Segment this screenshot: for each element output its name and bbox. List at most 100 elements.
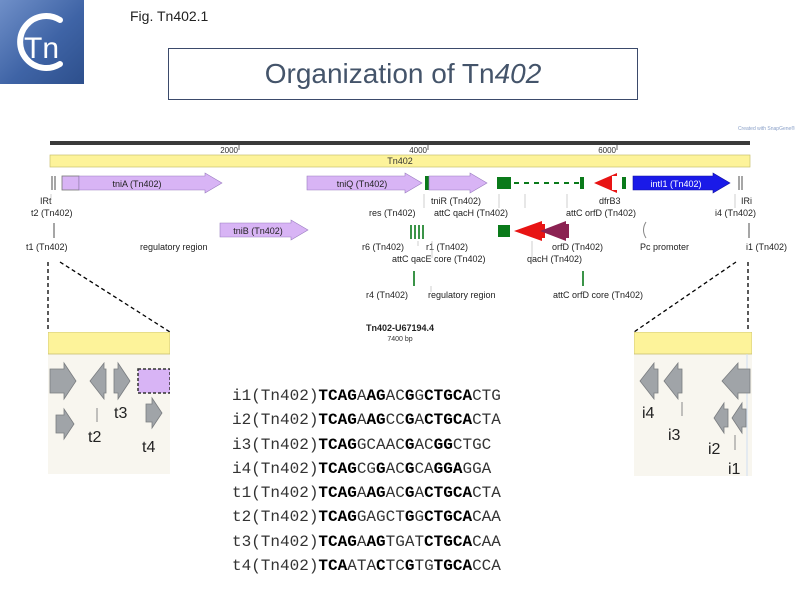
res-feature <box>425 176 429 190</box>
right-zoom-panel: i4 i3 i2 i1 <box>634 332 752 476</box>
sequence-row-name: t2(Tn402) <box>232 508 319 527</box>
conserved-bases: G <box>376 459 386 478</box>
dfrb3-label: dfrB3 <box>599 196 621 206</box>
sequence-row: t4(Tn402)TCAATACTCGTGTGCACCA <box>232 554 501 578</box>
attc-orfd-marker <box>580 177 584 189</box>
variable-bases: CTGC <box>452 435 492 454</box>
variable-bases: AC <box>385 459 405 478</box>
attc-qace-core-label: attC qacE core (Tn402) <box>392 254 486 264</box>
ruler-ticks: 2000 4000 6000 <box>220 145 618 155</box>
conserved-bases: AG <box>366 387 386 405</box>
conserved-bases: CTGCA <box>424 411 473 430</box>
variable-bases: CTG <box>472 387 501 405</box>
t1-zoom-label: t1 <box>56 450 69 452</box>
left-zoom-extension-graphic <box>48 452 170 474</box>
sequence-row: i3(Tn402)TCAGGCAACGACGGCTGC <box>232 433 501 457</box>
logo-text: Tn <box>24 32 59 65</box>
variable-bases: CAA <box>472 508 501 527</box>
r6-label: r6 (Tn402) <box>362 242 404 252</box>
i1-map-label: i1 (Tn402) <box>746 242 787 252</box>
right-zoom-graphic: i4 i3 i2 i1 <box>634 332 752 476</box>
conserved-bases: TCAG <box>318 411 357 430</box>
conserved-bases: TCAG <box>318 459 357 478</box>
i2-zoom-label: i2 <box>708 441 721 458</box>
ruler-backbone <box>50 141 750 145</box>
title-italic: 402 <box>494 58 542 89</box>
t4-zoom-arrow <box>145 396 163 430</box>
right-zoom-element-bar <box>634 332 752 355</box>
tnia-arrow <box>78 172 223 194</box>
left-zoom-tnia-box <box>137 368 170 394</box>
left-zoom-element-bar <box>48 332 170 355</box>
leader-lines <box>50 194 736 292</box>
attc-qach-box <box>497 177 511 189</box>
conserved-bases: CTGCA <box>424 387 473 405</box>
irt-label: IRt <box>40 196 52 206</box>
sequence-row-name: t1(Tn402) <box>232 484 319 503</box>
tn-logo-graphic: Tn <box>17 13 63 71</box>
sequence-row-name: i2(Tn402) <box>232 411 319 430</box>
variable-bases: A <box>414 411 425 430</box>
tniq-arrow <box>306 172 423 194</box>
i1-zoom-arrow <box>731 401 747 435</box>
sequence-name: Tn402-U67194.4 <box>366 323 434 333</box>
left-zoom-arrow-3 <box>113 361 131 401</box>
variable-bases: CCA <box>472 557 501 576</box>
tnia-label: tniA (Tn402) <box>112 179 161 189</box>
attc-orfd-label: attC orfD (Tn402) <box>566 208 636 218</box>
variable-bases: GCAAC <box>356 435 405 454</box>
variable-bases: AC <box>385 484 405 503</box>
regulatory-region-left: regulatory region <box>140 242 208 252</box>
pc-feature <box>622 177 626 189</box>
left-zoom-panel: t1 t2 t3 t4 <box>48 332 170 452</box>
conserved-bases: C <box>376 557 386 576</box>
variable-bases: TG <box>414 557 434 576</box>
sequence-row: i4(Tn402)TCAGCGGACGCAGGAGGA <box>232 457 501 481</box>
conserved-bases: TCAG <box>318 484 357 503</box>
sequence-row: t3(Tn402)TCAGAAGTGATCTGCACAA <box>232 530 501 554</box>
conserved-bases: AG <box>366 532 386 551</box>
conserved-bases: GGA <box>433 459 463 478</box>
sequence-row-name: i1(Tn402) <box>232 387 319 405</box>
conserved-bases: AG <box>366 484 386 503</box>
t4-zoom-label: t4 <box>142 439 155 452</box>
tn402-element-bar <box>49 154 751 168</box>
sequence-row-name: i3(Tn402) <box>232 435 319 454</box>
variable-bases: A <box>356 387 367 405</box>
left-zoom-arrow-2 <box>89 361 107 401</box>
conserved-bases: G <box>404 557 415 576</box>
conserved-bases: CTGCA <box>424 484 473 503</box>
variable-bases: G <box>414 508 425 527</box>
t2-zoom-label: t2 <box>88 429 101 446</box>
sequence-row: t1(Tn402)TCAGAAGACGACTGCACTA <box>232 481 501 505</box>
variable-bases: TGAT <box>385 532 425 551</box>
conserved-bases: TGCA <box>433 557 473 576</box>
variable-bases: CAA <box>472 532 501 551</box>
conserved-bases: G <box>404 508 415 527</box>
pc-promoter-mark <box>643 221 647 239</box>
ruler-tick-4000: 4000 <box>409 146 427 155</box>
conserved-bases: CTGCA <box>424 508 473 527</box>
variable-bases: GAGCT <box>356 508 405 527</box>
t1-zoom-arrow <box>55 407 75 441</box>
orfd-arrow <box>540 221 569 241</box>
sequence-row-name: t3(Tn402) <box>232 532 319 551</box>
inti1-label: intI1 (Tn402) <box>650 179 701 189</box>
variable-bases: ATA <box>347 557 377 576</box>
conserved-bases: TCAG <box>318 387 357 405</box>
regulatory-region-mid: regulatory region <box>428 290 496 300</box>
t1-map-label: t1 (Tn402) <box>26 242 68 252</box>
right-zoom-arrow-1 <box>639 361 659 401</box>
ruler-tick-6000: 6000 <box>598 146 616 155</box>
conserved-bases: G <box>404 484 415 503</box>
right-zoom-arrow-3 <box>721 361 751 401</box>
sequence-row: t2(Tn402)TCAGGAGCTGGCTGCACAA <box>232 505 501 529</box>
conserved-bases: TCAG <box>318 532 357 551</box>
left-zoom-arrow-1 <box>49 361 77 401</box>
attc-qach-label-top: attC qacH (Tn402) <box>434 208 508 218</box>
sequence-row: i2(Tn402)TCAGAAGCCGACTGCACTA <box>232 408 501 432</box>
conserved-bases: TCAG <box>318 435 357 454</box>
left-zoom-graphic: t1 t2 t3 t4 <box>48 332 170 452</box>
